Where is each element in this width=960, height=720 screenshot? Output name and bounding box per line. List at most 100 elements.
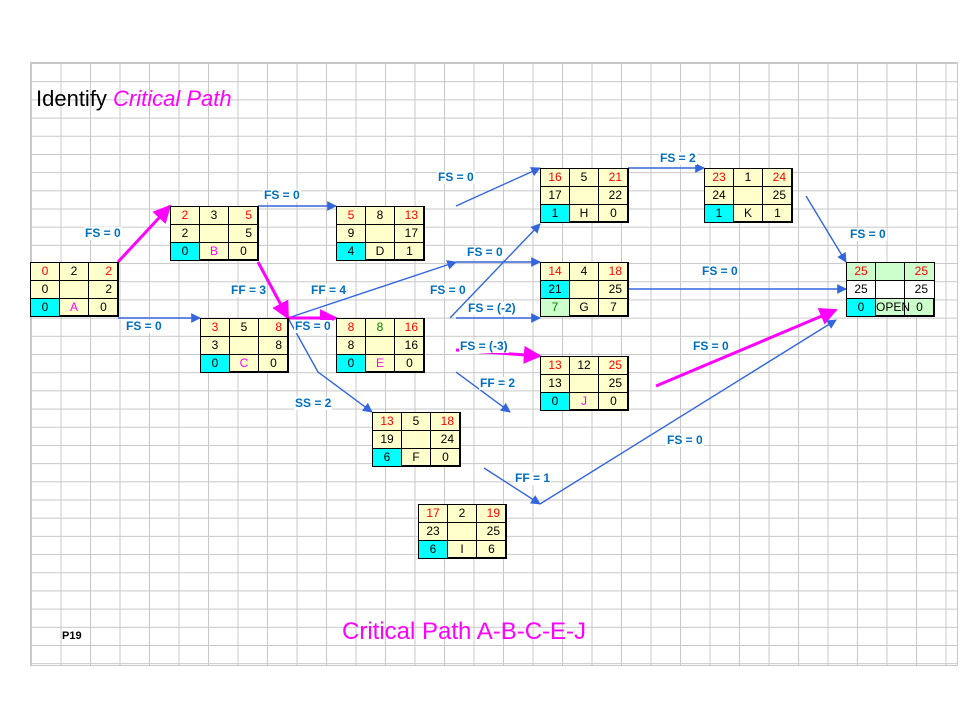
node-f-ls: 19 <box>372 430 402 449</box>
node-c-name: C <box>229 354 259 373</box>
link-j-open <box>655 308 838 388</box>
node-e-blank <box>365 336 395 355</box>
node-k-tf: 1 <box>704 204 734 223</box>
node-open-lf: 25 <box>904 280 935 299</box>
link-label-b-c: FF = 3 <box>230 283 268 297</box>
node-h-blank <box>569 186 599 205</box>
node-c-es: 3 <box>200 318 230 337</box>
node-g-blank <box>569 280 599 299</box>
node-g-name: G <box>569 298 599 317</box>
node-e-es: 8 <box>336 318 366 337</box>
node-open-ls: 25 <box>846 280 876 299</box>
node-i-blank <box>447 522 477 541</box>
node-b-es: 2 <box>170 206 200 225</box>
node-j-ls: 13 <box>540 374 570 393</box>
node-j-ef: 25 <box>598 356 629 375</box>
link-b-c <box>256 261 290 320</box>
link-label-e-g: FS = (-2) <box>467 301 517 315</box>
node-k-ef: 24 <box>762 168 793 187</box>
node-i-ff: 6 <box>476 540 507 559</box>
node-open-name: OPEN <box>875 298 910 317</box>
node-k-blank <box>733 186 763 205</box>
node-b-name: B <box>199 242 229 261</box>
node-open-ff: 0 <box>904 298 935 317</box>
link-label-j-open: FS = 0 <box>692 339 730 353</box>
node-j-ff: 0 <box>598 392 629 411</box>
node-i-tf: 6 <box>418 540 448 559</box>
node-f-dur: 5 <box>401 412 431 431</box>
node-d-tf: 4 <box>336 242 366 261</box>
link-e-h <box>449 223 541 319</box>
node-h-name: H <box>569 204 599 223</box>
node-k-lf: 25 <box>762 186 793 205</box>
link-label-a-b: FS = 0 <box>84 226 122 240</box>
node-j-lf: 25 <box>598 374 629 393</box>
node-c-lf: 8 <box>258 336 289 355</box>
node-c-ef: 8 <box>258 318 289 337</box>
node-f-es: 13 <box>372 412 402 431</box>
node-c-dur: 5 <box>229 318 259 337</box>
node-b-lf: 5 <box>228 224 259 243</box>
node-j-tf: 0 <box>540 392 570 411</box>
link-e-f <box>455 371 511 413</box>
link-label-f-i: FF = 1 <box>514 471 552 485</box>
link-i-open <box>539 319 837 505</box>
node-e-ls: 8 <box>336 336 366 355</box>
node-a-blank <box>59 280 89 299</box>
node-j-dur: 12 <box>569 356 599 375</box>
node-d-ls: 9 <box>336 224 366 243</box>
node-g-lf: 25 <box>598 280 629 299</box>
node-b-dur: 3 <box>199 206 229 225</box>
node-b-ff: 0 <box>228 242 259 261</box>
link-label-h-k: FS = 2 <box>659 151 697 165</box>
node-f-ff: 0 <box>430 448 461 467</box>
node-a-lf: 2 <box>88 280 119 299</box>
node-h-ef: 21 <box>598 168 629 187</box>
node-e-ff: 0 <box>394 354 425 373</box>
node-open-dur <box>875 262 905 281</box>
node-a-ff: 0 <box>88 298 119 317</box>
node-c-ls: 3 <box>200 336 230 355</box>
node-d-ef: 13 <box>394 206 425 225</box>
node-a-ls: 0 <box>30 280 60 299</box>
node-h-ff: 0 <box>598 204 629 223</box>
link-label-k-open: FS = 0 <box>849 227 887 241</box>
node-f-name: F <box>401 448 431 467</box>
node-d-name: D <box>365 242 395 261</box>
node-i-lf: 25 <box>476 522 507 541</box>
link-label-c-f: SS = 2 <box>294 396 333 410</box>
node-open-blank <box>875 280 905 299</box>
node-j-es: 13 <box>540 356 570 375</box>
node-f-tf: 6 <box>372 448 402 467</box>
node-f-ef: 18 <box>430 412 461 431</box>
node-i-name: I <box>447 540 477 559</box>
link-label-a-c: FS = 0 <box>125 319 163 333</box>
node-g-dur: 4 <box>569 262 599 281</box>
link-label-d-h: FS = 0 <box>437 170 475 184</box>
link-label-i-open: FS = 0 <box>666 433 704 447</box>
link-label-g-open: FS = 0 <box>701 264 739 278</box>
node-a-name: A <box>59 298 89 317</box>
node-a-es: 0 <box>30 262 60 281</box>
node-open-tf: 0 <box>846 298 876 317</box>
node-k-name: K <box>733 204 763 223</box>
node-f-lf: 24 <box>430 430 461 449</box>
node-b-tf: 0 <box>170 242 200 261</box>
node-i-ef: 19 <box>476 504 507 523</box>
node-h-dur: 5 <box>569 168 599 187</box>
page-title: Identify Critical Path <box>36 86 232 112</box>
link-label-b-d: FS = 0 <box>263 188 301 202</box>
node-i-ls: 23 <box>418 522 448 541</box>
node-d-blank <box>365 224 395 243</box>
node-c-blank <box>229 336 259 355</box>
